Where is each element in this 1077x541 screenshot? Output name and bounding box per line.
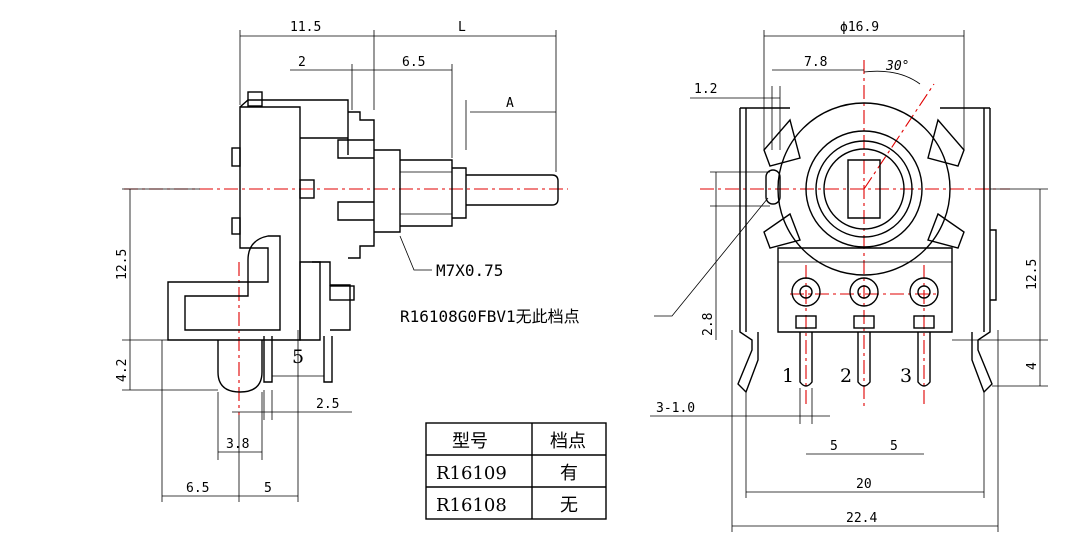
dim-12-5-right: 12.5	[1025, 259, 1040, 290]
housing-top	[300, 99, 349, 155]
table-frame	[425, 422, 607, 520]
thread-section	[374, 149, 401, 233]
shaft-collar	[400, 159, 453, 227]
left-bump-2	[231, 217, 241, 235]
left-bump-1	[231, 147, 241, 167]
terminal-inner	[184, 235, 281, 331]
dim-3-8: 3.8	[226, 437, 249, 452]
terminal-2-hole	[857, 285, 871, 299]
dim-6-5-top: 6.5	[402, 55, 425, 70]
base-block	[777, 247, 953, 333]
pin-3	[917, 332, 931, 387]
dim-5-bot: 5	[264, 481, 272, 496]
table-cell: 无	[560, 495, 578, 516]
dim-12-5-left: 12.5	[115, 249, 130, 280]
dim-phi-16-9: ϕ16.9	[840, 20, 879, 35]
detent-leader	[654, 197, 769, 317]
terminal-1-hole	[799, 285, 813, 299]
dim-11-5: 11.5	[290, 20, 321, 35]
pin-a	[263, 336, 273, 383]
shaft-step	[452, 167, 467, 219]
bushing-flange-1	[337, 139, 374, 159]
shaft-circle	[823, 148, 905, 230]
front-lug	[217, 340, 263, 393]
dim-3-1-0: 3-1.0	[656, 401, 695, 416]
pin-2-label: 2	[840, 365, 852, 387]
right-bump	[990, 229, 997, 301]
pin-2	[857, 332, 871, 387]
model-table: 型号 档点 R16109 有 R16108 无	[425, 422, 607, 520]
bushing-outer	[805, 130, 923, 248]
dim-4-right: 4	[1025, 362, 1040, 370]
dim-7-8: 7.8	[804, 55, 827, 70]
detent-note: R16108G0FBV1无此档点	[400, 307, 580, 326]
bushing-mid	[815, 140, 913, 238]
dim-L: L	[458, 20, 466, 35]
bracket-tab	[329, 285, 355, 301]
dim-20: 20	[856, 477, 872, 492]
pin-base-1	[795, 315, 817, 329]
dim-22-4: 22.4	[846, 511, 877, 526]
left-leg	[737, 108, 759, 394]
pin-3-label: 3	[900, 365, 912, 387]
terminal-2	[849, 277, 879, 307]
housing-circle	[777, 102, 951, 276]
body-tab	[247, 91, 263, 107]
shaft	[466, 174, 559, 206]
front-view: 1 2 3 ϕ16.9 7.8 30° 1.2 2.8 12.5 4	[650, 20, 1048, 532]
bushing-rear	[348, 111, 375, 259]
terminal-3-hole	[917, 285, 931, 299]
pin-base-2	[853, 315, 875, 329]
dim-5-b: 5	[890, 439, 898, 454]
mount-ear-br	[927, 212, 965, 249]
table-header-model: 型号	[452, 431, 488, 452]
shaft-flat	[847, 159, 881, 219]
thread-label: M7X0.75	[436, 261, 503, 280]
terminal-block	[299, 261, 321, 341]
dim-2: 2	[298, 55, 306, 70]
mount-ear-tl	[763, 118, 801, 167]
table-cell: R16109	[436, 463, 507, 484]
table-cell: R16108	[436, 495, 507, 516]
detent-slot	[765, 169, 781, 205]
dim-4-2: 4.2	[115, 359, 130, 382]
pin-1-label: 1	[782, 365, 794, 387]
pin-b	[323, 336, 333, 383]
dim-2-5: 2.5	[316, 397, 339, 412]
table-cell: 有	[560, 463, 578, 484]
angle-arc	[863, 70, 921, 85]
pin-base-3	[913, 315, 935, 329]
side-view: 11.5 L 2 6.5 A 12.5 4.2 5 2.5 3.	[115, 20, 568, 502]
dim-1-2: 1.2	[694, 82, 717, 97]
mount-ear-tr	[927, 118, 965, 167]
dim-A: A	[506, 96, 514, 111]
right-leg	[971, 108, 993, 394]
dim-5-a: 5	[830, 439, 838, 454]
dim-30-deg: 30°	[885, 59, 909, 74]
bushing-flange-2	[337, 201, 374, 221]
bracket	[312, 261, 351, 331]
table-header-detent: 档点	[550, 431, 586, 452]
dim-2-8: 2.8	[701, 313, 716, 336]
pin-1	[799, 332, 813, 387]
thread-leader	[399, 235, 432, 271]
terminal-1	[791, 277, 821, 307]
angle-line	[863, 83, 935, 190]
mount-ear-bl	[763, 212, 801, 249]
terminal-3	[909, 277, 939, 307]
body-nub	[299, 179, 315, 199]
dim-6-5-bot: 6.5	[186, 481, 209, 496]
